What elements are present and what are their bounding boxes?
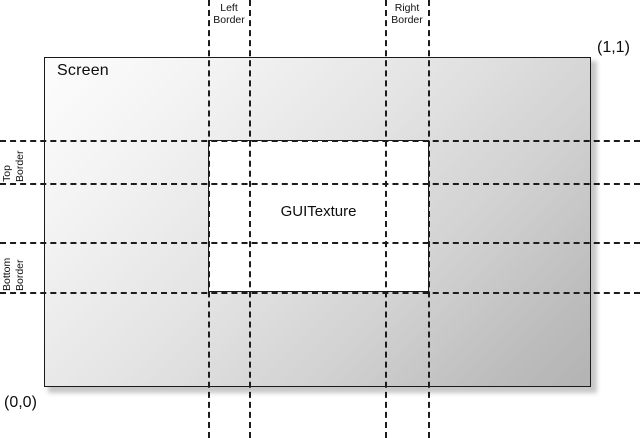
left-border-label: Left Border	[190, 2, 268, 26]
guide-line-horizontal-bottom-outer	[0, 292, 640, 294]
left-border-label-line1: Left	[220, 2, 238, 14]
top-border-label: Top	[1, 165, 14, 182]
guitexture-rectangle	[208, 140, 429, 292]
guide-line-horizontal-bottom-inner	[0, 242, 640, 244]
top-border-label-line2: Border	[14, 150, 26, 182]
right-border-label-line2: Border	[391, 13, 423, 26]
guide-line-vertical-right-outer	[428, 0, 430, 438]
guide-line-horizontal-top-outer	[0, 140, 640, 142]
right-border-label-line1: Right	[394, 2, 420, 14]
bottom-border-label-line2: Border	[14, 259, 26, 291]
guide-line-vertical-left-outer	[208, 0, 210, 438]
bottom-border-label: Bottom	[1, 257, 14, 291]
left-border-label-line2: Border	[213, 13, 245, 26]
coordinate-label-top-right: (1,1)	[597, 39, 630, 56]
top-border-label-secondary: Border	[14, 150, 27, 182]
coordinate-label-bottom-left: (0,0)	[4, 394, 37, 411]
right-border-label: Right Border	[368, 2, 446, 26]
guitexture-label: GUITexture	[280, 203, 357, 220]
top-border-label-line1: Top	[1, 165, 13, 182]
bottom-border-label-secondary: Border	[14, 259, 27, 291]
screen-label: Screen	[57, 62, 109, 79]
bottom-border-label-line1: Bottom	[1, 257, 13, 291]
guide-line-vertical-right-inner	[385, 0, 387, 438]
guide-line-horizontal-top-inner	[0, 183, 640, 185]
guide-line-vertical-left-inner	[249, 0, 251, 438]
